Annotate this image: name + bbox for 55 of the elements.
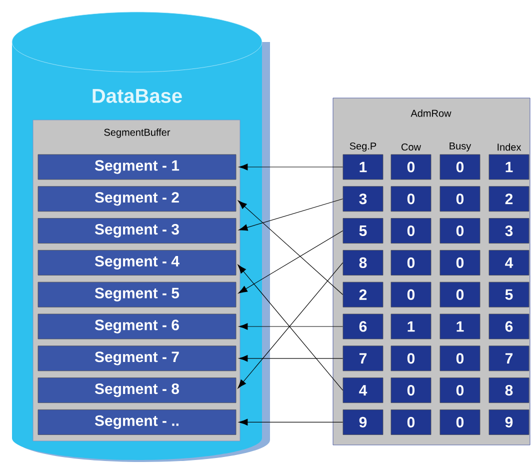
segment-box: Segment - .. <box>38 410 236 435</box>
column-header: Cow <box>402 143 422 151</box>
segment-box: Segment - 4 <box>38 250 236 276</box>
column-header: Busy <box>450 142 472 152</box>
segment-box: Segment - 1 <box>38 154 236 180</box>
segment-box: Segment - 5 <box>38 282 236 308</box>
value-cell: 0 <box>390 154 432 180</box>
value-cell: 1 <box>390 314 432 340</box>
segment-box: Segment - 3 <box>38 218 236 244</box>
segment-box: Segment - 7 <box>38 346 236 372</box>
value-cell: 7 <box>342 346 384 372</box>
value-cell: 0 <box>440 154 480 180</box>
value-cell: 0 <box>440 186 480 212</box>
value-cell: 8 <box>342 250 384 276</box>
value-cell: 4 <box>488 250 530 276</box>
segment-box: Segment - 8 <box>38 378 236 403</box>
column-header: Index <box>498 143 522 151</box>
value-cell: 9 <box>488 410 530 435</box>
arrow <box>238 198 344 231</box>
value-cell: 0 <box>390 282 432 308</box>
value-cell: 0 <box>390 186 432 212</box>
value-cell: 0 <box>390 378 432 403</box>
column-header: Seg.P <box>350 142 376 152</box>
value-cell: 3 <box>488 218 530 244</box>
value-cell: 0 <box>440 218 480 244</box>
value-cell: 0 <box>440 410 480 435</box>
value-cell: 0 <box>440 282 480 308</box>
arrow <box>238 355 344 362</box>
value-cell: 0 <box>390 250 432 276</box>
value-cell: 5 <box>488 282 530 308</box>
value-cell: 6 <box>342 314 384 340</box>
value-cell: 0 <box>390 410 432 435</box>
segment-box: Segment - 2 <box>38 186 236 212</box>
value-cell: 0 <box>390 346 432 372</box>
value-cell: 9 <box>342 410 384 435</box>
value-cell: 0 <box>440 346 480 372</box>
value-cell: 4 <box>342 378 384 403</box>
segment-box: Segment - 6 <box>38 314 236 340</box>
value-cell: 3 <box>342 186 384 212</box>
arrow <box>238 418 344 426</box>
value-cell: 6 <box>488 314 530 340</box>
value-cell: 2 <box>342 282 384 308</box>
value-cell: 1 <box>488 154 530 180</box>
value-cell: 1 <box>342 154 384 180</box>
arrow <box>238 164 344 170</box>
value-cell: 0 <box>390 218 432 244</box>
value-cell: 1 <box>440 314 480 340</box>
value-cell: 0 <box>440 378 480 403</box>
value-cell: 2 <box>488 186 530 212</box>
value-cell: 5 <box>342 218 384 244</box>
value-cell: 0 <box>440 250 480 276</box>
value-cell: 7 <box>488 346 530 372</box>
arrow <box>238 200 344 295</box>
value-cell: 8 <box>488 378 530 403</box>
arrow <box>238 323 344 330</box>
